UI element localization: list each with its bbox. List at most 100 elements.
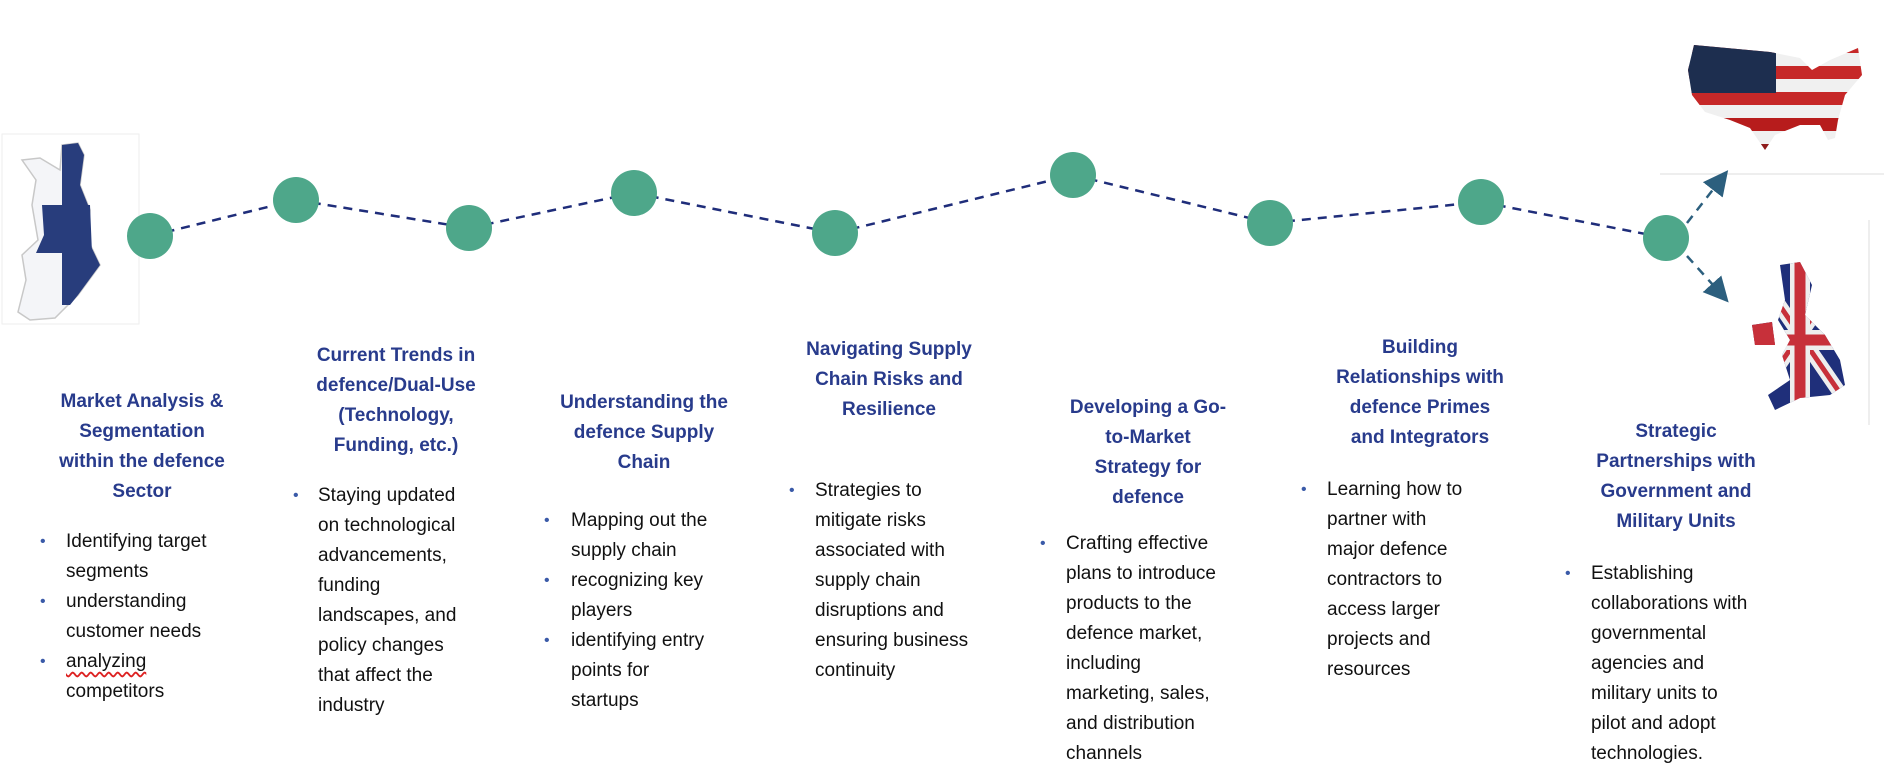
connector-segment (468, 191, 635, 230)
bullet-line: funding (318, 575, 381, 596)
bullet-line: military units to (1591, 683, 1718, 704)
bullet-line: contractors to (1327, 569, 1443, 590)
bullet-line: landscapes, and (318, 605, 457, 626)
bullet-line: analyzing (66, 647, 206, 677)
step-title-line: defence Primes (1349, 397, 1491, 418)
bullet-line: segments (66, 561, 149, 582)
bullet-line: products to the (1066, 593, 1192, 614)
bullet-line: technologies. (1591, 743, 1703, 764)
usa-flag-map (1660, 45, 1884, 175)
step-title-line: (Technology, (338, 405, 454, 426)
bullet-line: understanding (66, 591, 187, 612)
finland-flag-map (1, 133, 140, 325)
bullet-line: supply chain (815, 570, 921, 591)
connector-segment (633, 191, 836, 235)
step-title-line: Strategy for (1094, 457, 1202, 478)
bullet-line: agencies and (1591, 653, 1705, 674)
bullet-line: that affect the (318, 665, 433, 686)
bullet-line: governmental (1591, 623, 1707, 644)
bullet-line: identifying entry (571, 630, 705, 651)
bullet-icon: • (40, 533, 46, 550)
step-title-line: Understanding the (560, 392, 728, 413)
bullet-line: Mapping out the (571, 510, 708, 531)
bullet-line: plans to introduce (1066, 563, 1216, 584)
bullet-line: channels (1066, 743, 1143, 764)
step-bullets: • Identifying target segments • understandin… (40, 527, 207, 707)
bullet-line: ensuring business (815, 630, 969, 651)
bullet-line: startups (571, 690, 639, 711)
timeline-node (1247, 200, 1293, 246)
step-title-line: Developing a Go- (1069, 397, 1227, 418)
timeline-node (1643, 215, 1689, 261)
step-title-line: Military Units (1616, 511, 1736, 532)
bullet-icon: • (1301, 481, 1307, 498)
bullet-item: • analyzing competitors (40, 647, 206, 707)
bullet-icon: • (40, 653, 46, 670)
bullet-icon: • (1040, 535, 1046, 552)
bullet-line: and distribution (1066, 713, 1195, 734)
bullet-line: continuity (815, 660, 896, 681)
bullet-line: pilot and adopt (1591, 713, 1716, 734)
step-title-line: Navigating Supply (806, 339, 972, 360)
bullet-line: supply chain (571, 540, 677, 561)
bullet-line: marketing, sales, (1066, 683, 1210, 704)
timeline-node (446, 205, 492, 251)
bullet-line: Strategies to (815, 480, 922, 501)
step-bullets: • Learning how to partner with major defenc… (1301, 475, 1463, 685)
bullet-line: competitors (66, 681, 165, 702)
timeline-node (127, 213, 173, 259)
bullet-line: defence market, (1066, 623, 1203, 644)
bullet-line: Crafting effective (1066, 533, 1209, 554)
bullet-line: advancements, (318, 545, 447, 566)
step-title-line: Resilience (842, 399, 936, 420)
misspelled-word: analyzing (66, 651, 147, 672)
arrow-to-uk (1686, 255, 1729, 303)
bullet-line: partner with (1327, 509, 1427, 530)
step-title-line: defence/Dual-Use (316, 375, 476, 396)
bullet-line: Identifying target (66, 531, 207, 552)
connector-segment (834, 173, 1074, 235)
bullet-line: major defence (1327, 539, 1448, 560)
step-title-line: Building (1382, 337, 1458, 358)
step-title-line: defence Supply (573, 422, 715, 443)
bullet-line: on technological (318, 515, 456, 536)
step-title-line: Chain (617, 452, 671, 473)
timeline-node (1458, 179, 1504, 225)
connector-segment (295, 198, 470, 230)
step-title-line: defence (1112, 487, 1184, 508)
bullet-icon: • (40, 593, 46, 610)
step-title-line: Relationships with (1336, 367, 1504, 388)
bullet-line: Learning how to (1327, 479, 1463, 500)
bullet-line: including (1066, 653, 1141, 674)
bullet-item: • Crafting effective plans to introduce pro… (1040, 529, 1216, 769)
bullet-line: access larger (1327, 599, 1440, 620)
bullet-line: Staying updated (318, 485, 456, 506)
bullet-item: • understanding customer needs (40, 587, 206, 647)
step-title-line: within the defence (59, 451, 225, 472)
bullet-item: • Learning how to partner with major defenc… (1301, 475, 1463, 685)
step-title-line: Government and (1600, 481, 1752, 502)
connector-segment (1480, 200, 1667, 240)
bullet-line: associated with (815, 540, 945, 561)
bullet-line: customer needs (66, 621, 202, 642)
bullet-line: collaborations with (1591, 593, 1748, 614)
bullet-icon: • (544, 632, 550, 649)
bullet-item: • Identifying target segments (40, 527, 207, 587)
timeline-node (273, 177, 319, 223)
step-bullets: • Mapping out the supply chain •recognizing… (544, 506, 708, 716)
step-title-line: Market Analysis & (60, 391, 224, 412)
connector-segment (1072, 173, 1271, 225)
